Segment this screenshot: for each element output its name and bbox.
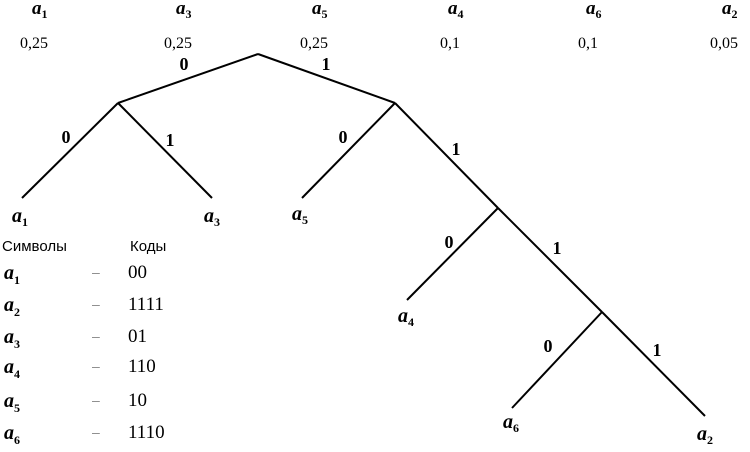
tree-edge — [497, 207, 603, 313]
edge-bit-label: 0 — [180, 54, 189, 74]
edge-bit-label: 0 — [445, 232, 454, 252]
tree-edge — [601, 311, 706, 417]
tree-edges — [21, 53, 706, 417]
edge-bit-label: 0 — [339, 127, 348, 147]
leaf-symbol: a4 — [398, 305, 414, 329]
tree-edge — [301, 102, 396, 199]
header-symbol: a4 — [448, 0, 464, 21]
header-symbol: a3 — [176, 0, 192, 21]
edge-bit-label: 1 — [653, 340, 662, 360]
edge-bit-label: 0 — [544, 336, 553, 356]
header-row: a1 0,25 a3 0,25 a5 0,25 a4 0,1 a6 0,1 a2 0,05 — [20, 0, 738, 52]
row-separator: – — [92, 328, 100, 344]
tree-edge — [117, 53, 259, 104]
row-separator: – — [92, 358, 100, 374]
row-code: 00 — [128, 262, 147, 283]
row-symbol: a4 — [4, 356, 20, 381]
tree-edge — [257, 53, 396, 104]
row-symbol: a3 — [4, 326, 20, 351]
header-probability: 0,1 — [440, 35, 460, 52]
table-header-symbols: Символы — [2, 238, 67, 255]
row-code: 01 — [128, 326, 147, 347]
header-symbol: a2 — [722, 0, 738, 21]
edge-bit-label: 1 — [322, 54, 331, 74]
tree-edge — [21, 102, 119, 199]
row-separator: – — [92, 264, 100, 280]
header-probability: 0,25 — [300, 35, 328, 52]
row-separator: – — [92, 392, 100, 408]
leaf-symbol: a2 — [697, 423, 713, 447]
leaf-symbol: a1 — [12, 205, 28, 229]
edge-bit-label: 0 — [62, 127, 71, 147]
tree-edge — [406, 207, 499, 301]
header-probability: 0,25 — [20, 35, 48, 52]
row-code: 1110 — [128, 422, 165, 443]
header-symbol: a6 — [586, 0, 602, 21]
leaf-symbol: a6 — [503, 411, 519, 435]
row-separator: – — [92, 296, 100, 312]
row-code: 1111 — [128, 294, 164, 315]
row-code: 110 — [128, 356, 156, 377]
tree-edge — [394, 102, 499, 209]
row-separator: – — [92, 424, 100, 440]
header-probability: 0,05 — [710, 35, 738, 52]
leaf-labels: a1 a3 a5 a4 a6 a2 — [12, 203, 713, 447]
edge-bit-label: 1 — [452, 139, 461, 159]
row-symbol: a1 — [4, 262, 20, 287]
edge-bit-label: 1 — [166, 130, 175, 150]
header-probability: 0,1 — [578, 35, 598, 52]
table-header-codes: Коды — [130, 238, 167, 255]
row-symbol: a5 — [4, 390, 20, 415]
row-symbol: a2 — [4, 294, 20, 319]
leaf-symbol: a5 — [292, 203, 308, 227]
header-probability: 0,25 — [164, 35, 192, 52]
edge-bit-label: 1 — [553, 238, 562, 258]
header-symbol: a1 — [32, 0, 48, 21]
row-code: 10 — [128, 390, 147, 411]
tree-edge — [117, 102, 213, 199]
leaf-symbol: a3 — [204, 205, 220, 229]
row-symbol: a6 — [4, 422, 20, 447]
header-symbol: a5 — [312, 0, 328, 21]
tree-edge — [511, 311, 603, 409]
